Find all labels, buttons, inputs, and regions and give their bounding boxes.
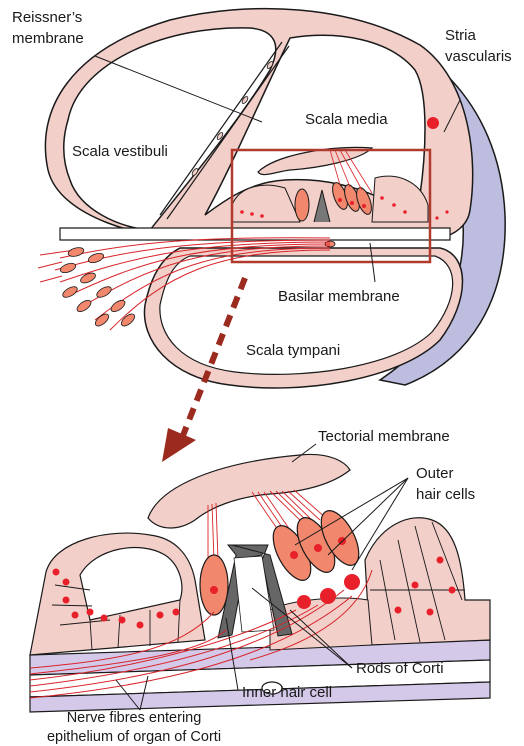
rods-of-corti-label: Rods of Corti	[356, 660, 444, 677]
tectorial-membrane-label: Tectorial membrane	[318, 428, 450, 445]
svg-text:membrane: membrane	[12, 30, 84, 47]
tectorial-membrane-large	[148, 454, 350, 528]
reissners-label: Reissner’s membrane	[12, 9, 84, 47]
svg-text:Nerve fibres entering: Nerve fibres entering	[67, 710, 202, 726]
svg-text:Reissner’s: Reissner’s	[12, 9, 82, 26]
svg-text:epithelium of organ of Corti: epithelium of organ of Corti	[47, 729, 221, 745]
svg-text:Stria: Stria	[445, 27, 477, 44]
nerve-fibres-label: Nerve fibres entering epithelium of orga…	[47, 710, 221, 745]
basilar-membrane-label: Basilar membrane	[278, 288, 400, 305]
svg-text:vascularis: vascularis	[445, 48, 512, 65]
inner-hair-cell	[200, 555, 228, 615]
stria-nucleus	[427, 117, 439, 129]
svg-text:hair cells: hair cells	[416, 486, 475, 503]
scala-tympani-label: Scala tympani	[246, 342, 340, 359]
scala-vestibuli-label: Scala vestibuli	[72, 143, 168, 160]
outer-hair-cells-label: Outer hair cells	[416, 465, 475, 503]
stria-vascularis-label: Stria vascularis	[445, 27, 512, 65]
scala-media-label: Scala media	[305, 111, 388, 128]
svg-text:Outer: Outer	[416, 465, 454, 482]
inner-hair-cell-label: Inner hair cell	[242, 684, 332, 701]
zoom-arrow-head	[162, 428, 196, 462]
